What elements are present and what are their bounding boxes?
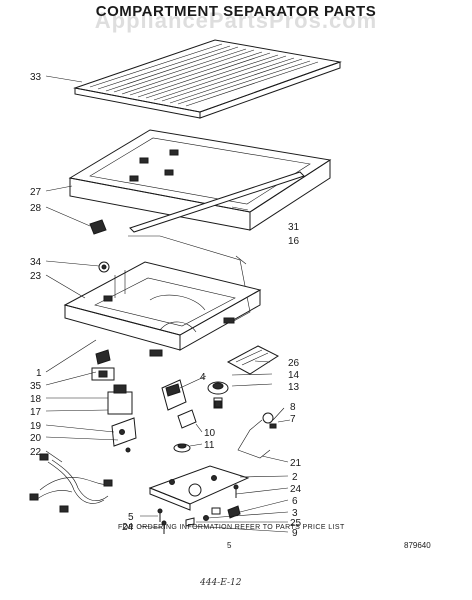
heater-wire [128, 235, 251, 323]
callout-13: 13 [288, 382, 300, 393]
callout-4: 4 [200, 372, 206, 383]
callout-18: 18 [30, 394, 42, 405]
callout-17: 17 [30, 407, 42, 418]
fan-motor [207, 381, 229, 409]
callout-31: 31 [288, 222, 300, 233]
callout-34: 34 [30, 257, 42, 268]
callout-9: 9 [292, 528, 298, 539]
callout-7: 7 [290, 414, 296, 425]
callout-14: 14 [288, 370, 300, 381]
thermistor-lead [237, 412, 277, 459]
callout-6: 6 [292, 496, 298, 507]
callout-10: 10 [204, 428, 216, 439]
reference-number: 879640 [404, 541, 431, 550]
handwritten-note: 444-E-12 [200, 578, 242, 588]
grille-tray [73, 39, 342, 119]
part-callouts: 33 27 28 31 16 34 23 1 26 35 4 14 13 18 … [30, 72, 302, 539]
callout-24-upper: 24 [290, 484, 302, 495]
wire-harness [29, 453, 113, 513]
leader-lines [45, 75, 291, 533]
callout-2: 2 [292, 472, 298, 483]
callout-24-lower: 24 [122, 522, 134, 533]
callout-21: 21 [290, 458, 302, 469]
ordering-note: FOR ORDERING INFORMATION REFER TO PARTS … [118, 524, 345, 531]
callout-16: 16 [288, 236, 300, 247]
callout-20: 20 [30, 433, 42, 444]
separator-housing [63, 261, 262, 357]
callout-22: 22 [30, 447, 42, 458]
control-switch [161, 379, 197, 453]
damper-assembly [91, 349, 137, 453]
callout-33: 33 [30, 72, 42, 83]
bottom-bracket [148, 465, 250, 511]
separator-cover [68, 129, 332, 231]
callout-23: 23 [30, 271, 42, 282]
callout-35: 35 [30, 381, 42, 392]
grommet [98, 261, 110, 273]
callout-27: 27 [30, 187, 42, 198]
callout-25: 25 [290, 518, 302, 529]
clip-part [89, 219, 107, 235]
callout-26: 26 [288, 358, 300, 369]
fasteners [157, 484, 241, 534]
callout-8: 8 [290, 402, 296, 413]
insulation-pad [226, 345, 280, 375]
callout-3: 3 [292, 508, 298, 519]
callout-11: 11 [204, 440, 215, 451]
callout-5: 5 [128, 512, 134, 523]
page-title: COMPARTMENT SEPARATOR PARTS [95, 3, 377, 20]
page-number: 5 [227, 541, 232, 550]
callout-28: 28 [30, 203, 42, 214]
callout-19: 19 [30, 421, 42, 432]
gasket-strip [129, 171, 305, 233]
callout-1: 1 [36, 368, 42, 379]
